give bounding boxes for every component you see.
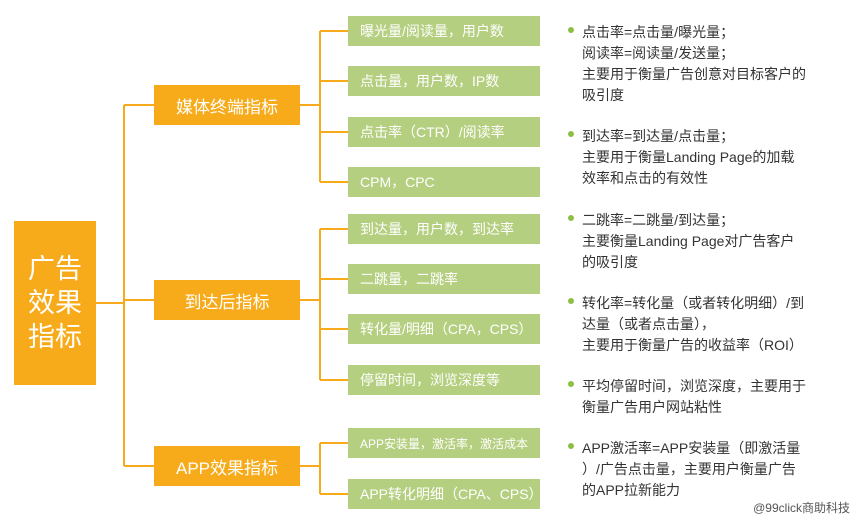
root-node: 广告 效果 指标: [14, 221, 96, 385]
note-line: ）/广告点击量，主要用户衡量广告: [582, 461, 796, 477]
leaf-label: 二跳量，二跳率: [360, 271, 458, 287]
leaf-label: 转化量/明细（CPA，CPS）: [360, 321, 533, 337]
note-arrival-rate: 到达率=到达量/点击量； 主要用于衡量Landing Page的加载 效率和点击…: [568, 126, 854, 189]
leaf-node: 到达量，用户数，到达率: [348, 214, 540, 244]
bullet-icon: [568, 131, 574, 137]
leaf-node: 二跳量，二跳率: [348, 264, 540, 294]
note-app-activation-rate: APP激活率=APP安装量（即激活量 ）/广告点击量，主要用户衡量广告 的APP…: [568, 438, 854, 501]
category-media: 媒体终端指标: [154, 85, 300, 125]
leaf-node: 停留时间，浏览深度等: [348, 365, 540, 395]
note-dwell-time: 平均停留时间，浏览深度，主要用于 衡量广告用户网站粘性: [568, 376, 854, 418]
category-app: APP效果指标: [154, 446, 300, 486]
leaf-label: 点击率（CTR）/阅读率: [360, 124, 505, 140]
bullet-icon: [568, 215, 574, 221]
bullet-icon: [568, 27, 574, 33]
root-label: 广告 效果 指标: [28, 254, 82, 352]
note-line: 阅读率=阅读量/发送量；: [582, 45, 735, 61]
leaf-label: APP安装量，激活率，激活成本: [360, 436, 529, 451]
category-label: APP效果指标: [175, 458, 279, 478]
note-line: 的APP拉新能力: [582, 482, 681, 498]
note-line: 主要衡量Landing Page对广告客户: [582, 233, 795, 249]
bullet-icon: [568, 298, 574, 304]
note-line: 主要用于衡量Landing Page的加载: [582, 149, 795, 165]
note-line: 的吸引度: [582, 254, 638, 270]
note-line: 平均停留时间，浏览深度，主要用于: [582, 378, 806, 394]
note-click-rate: 点击率=点击量/曝光量； 阅读率=阅读量/发送量； 主要用于衡量广告创意对目标客…: [568, 22, 854, 106]
category-arrival: 到达后指标: [154, 280, 300, 320]
leaf-label: 点击量，用户数，IP数: [360, 73, 500, 89]
leaf-label: 曝光量/阅读量，用户数: [360, 23, 504, 39]
note-second-jump-rate: 二跳率=二跳量/到达量； 主要衡量Landing Page对广告客户 的吸引度: [568, 210, 854, 273]
leaf-node: APP转化明细（CPA、CPS）: [348, 479, 543, 509]
note-line: 主要用于衡量广告创意对目标客户的: [582, 66, 806, 82]
note-line: 二跳率=二跳量/到达量；: [582, 212, 735, 228]
bullet-icon: [568, 443, 574, 449]
note-line: 转化率=转化量（或者转化明细）/到: [582, 295, 805, 311]
leaf-node: 转化量/明细（CPA，CPS）: [348, 314, 540, 344]
watermark: @99click商助科技: [753, 501, 850, 515]
note-line: 到达率=到达量/点击量；: [582, 128, 735, 144]
note-line: 主要用于衡量广告的收益率（ROI）: [582, 337, 803, 353]
leaf-node: 曝光量/阅读量，用户数: [348, 16, 540, 46]
leaf-label: CPM，CPC: [360, 174, 435, 190]
leaf-node: CPM，CPC: [348, 167, 540, 197]
category-label: 到达后指标: [184, 292, 270, 312]
note-conversion-rate: 转化率=转化量（或者转化明细）/到 达量（或者点击量）， 主要用于衡量广告的收益…: [568, 293, 854, 356]
leaf-node: 点击量，用户数，IP数: [348, 66, 540, 96]
leaf-label: 停留时间，浏览深度等: [360, 372, 500, 388]
note-line: 达量（或者点击量），: [582, 316, 715, 332]
note-line: APP激活率=APP安装量（即激活量: [582, 440, 801, 456]
category-label: 媒体终端指标: [176, 97, 278, 117]
note-line: 效率和点击的有效性: [582, 170, 708, 186]
note-line: 点击率=点击量/曝光量；: [582, 24, 735, 40]
leaf-node: 点击率（CTR）/阅读率: [348, 117, 540, 147]
leaf-node: APP安装量，激活率，激活成本: [348, 428, 540, 458]
note-line: 衡量广告用户网站粘性: [582, 399, 722, 415]
note-line: 吸引度: [582, 87, 624, 103]
bullet-icon: [568, 381, 574, 387]
leaf-label: 到达量，用户数，到达率: [360, 221, 514, 237]
leaf-label: APP转化明细（CPA、CPS）: [360, 486, 543, 502]
